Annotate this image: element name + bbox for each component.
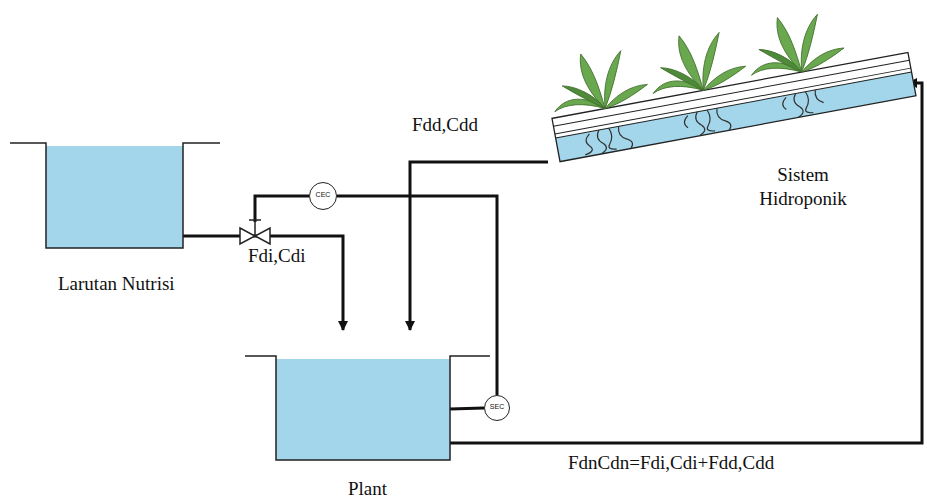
hydroponic-node: Sistem Hidroponik	[548, 40, 908, 215]
sensor-circle: SEC	[484, 395, 510, 421]
sensor-circle: CEC	[309, 182, 337, 210]
pipe-connector	[183, 236, 343, 330]
component-label: Sistem Hidroponik	[738, 163, 868, 211]
tank-wall	[245, 356, 490, 460]
sensor-tag: CEC	[310, 191, 336, 200]
hydroponic-channel	[541, 0, 916, 162]
equation-label: FdnCdn=Fdi,Cdi+Fdd,Cdd	[568, 452, 774, 475]
tank-node: Larutan Nutrisi	[10, 141, 222, 296]
component-label: Larutan Nutrisi	[58, 272, 175, 296]
component-label: Plant	[348, 477, 387, 501]
pipe-connector	[410, 162, 548, 330]
flow-label: Fdd,Cdd	[412, 114, 478, 137]
tank-wall	[10, 143, 220, 248]
tank-liquid	[276, 359, 450, 460]
pipe-connector	[450, 408, 484, 409]
tank-node: Plant	[245, 330, 490, 502]
flow-label: Fdi,Cdi	[248, 245, 306, 268]
signal-line	[255, 196, 309, 222]
control-valve	[240, 220, 270, 244]
sensor-tag: SEC	[485, 403, 509, 412]
tank-liquid	[46, 146, 183, 248]
